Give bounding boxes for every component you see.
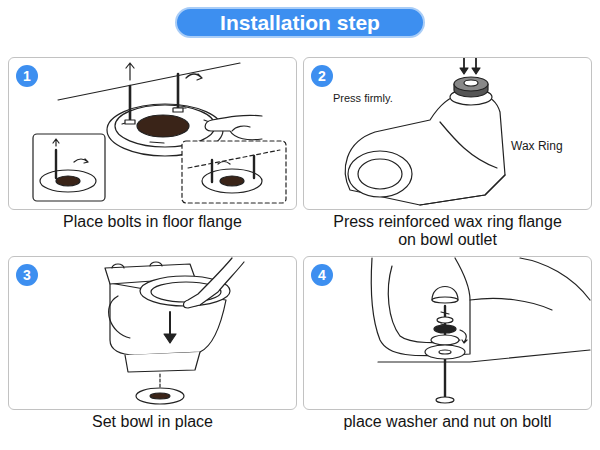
wax-ring-illustration-part <box>464 80 478 86</box>
step-panel: Place bolts in floor flange1 <box>8 57 297 210</box>
flange-illustration-part <box>188 150 280 168</box>
flange-illustration-part <box>253 156 255 178</box>
bowl-illustration-part <box>159 374 160 388</box>
flange-illustration-part <box>125 120 135 124</box>
step-caption: place washer and nut on boltl <box>326 413 570 431</box>
title-banner: Installation step <box>175 7 425 38</box>
flange-illustration-part <box>182 141 286 203</box>
wax-ring-illustration <box>345 58 505 205</box>
wax-ring-illustration-part <box>348 151 412 197</box>
bolt-illustration-part <box>520 258 590 300</box>
bolt-illustration-part <box>439 350 451 354</box>
wax-ring-illustration-part <box>420 175 505 205</box>
bolt-illustration-part <box>371 258 470 356</box>
flange-illustration-part <box>129 86 132 122</box>
bolt-illustration-part <box>388 266 460 343</box>
title-text: Installation step <box>220 12 380 33</box>
bolt-illustration-part <box>470 298 552 310</box>
wax-ring-illustration-part <box>358 159 402 189</box>
bowl-illustration-part <box>150 393 170 399</box>
wax-ring-illustration-part <box>345 94 505 205</box>
flange-illustration-part <box>220 176 244 186</box>
step-panel: Press reinforced wax ring flange on bowl… <box>303 57 592 210</box>
bolt-illustration-part <box>434 325 456 333</box>
flange-illustration-part <box>205 115 262 139</box>
bolt-illustration-part <box>378 350 590 362</box>
flange-illustration-part <box>58 63 240 100</box>
flange-illustration-part <box>177 74 180 110</box>
flange-illustration <box>33 63 286 203</box>
flange-illustration-part <box>137 115 189 137</box>
flange-illustration-part <box>173 108 183 112</box>
step-caption: Place bolts in floor flange <box>31 213 275 231</box>
panel-frame <box>8 256 297 410</box>
bolt-illustration-part <box>437 317 453 323</box>
flange-illustration-part <box>122 108 212 143</box>
callout-label: Wax Ring <box>511 140 563 153</box>
bowl-illustration-part <box>164 334 176 343</box>
step-number: 3 <box>16 264 38 286</box>
step-number: 4 <box>311 264 333 286</box>
bowl-illustration-part <box>184 258 245 308</box>
flange-illustration-part <box>218 162 230 165</box>
wax-ring-illustration-part <box>454 77 488 91</box>
step-panel: place washer and nut on boltl4 <box>303 256 592 410</box>
bolt-illustration-part <box>432 297 458 303</box>
bolt-illustration-part <box>460 330 467 343</box>
flange-illustration-part <box>56 176 80 186</box>
flange-illustration-part <box>126 63 134 80</box>
flange-illustration-part <box>55 150 57 178</box>
callout-number: 4 <box>318 268 326 282</box>
bowl-illustration-part <box>125 352 200 372</box>
flange-illustration-part <box>186 74 202 80</box>
bowl-illustration <box>105 258 244 404</box>
step-caption: Set bowl in place <box>31 413 275 431</box>
callout-label: Press firmly. <box>333 92 393 104</box>
panel-frame <box>8 57 297 210</box>
panel-frame <box>303 57 592 210</box>
callout-number: 3 <box>23 268 31 282</box>
bowl-illustration-part <box>109 296 130 338</box>
bolt-illustration-part <box>431 335 459 345</box>
step-number: 2 <box>311 65 333 87</box>
flange-illustration-part <box>53 139 59 146</box>
bowl-illustration-part <box>136 388 184 404</box>
bowl-illustration-part <box>169 312 171 336</box>
flange-illustration-part <box>33 134 105 201</box>
step-caption: Press reinforced wax ring flange on bowl… <box>326 213 570 249</box>
bolt-illustration-part <box>436 397 454 403</box>
wax-ring-illustration-part <box>460 68 480 74</box>
flange-illustration-part <box>40 170 96 192</box>
wax-ring-illustration-part <box>440 122 497 168</box>
bolt-illustration <box>371 258 590 403</box>
bowl-illustration-part <box>112 262 162 268</box>
flange-illustration-part <box>211 160 213 182</box>
step-number: 1 <box>16 65 38 87</box>
callout-number: 2 <box>318 69 326 83</box>
flange-illustration-part <box>74 159 88 163</box>
panel-frame <box>303 256 592 410</box>
bolt-illustration-part <box>425 345 465 359</box>
flange-illustration-part <box>232 126 250 131</box>
callout-number: 1 <box>23 69 31 83</box>
step-panel: Set bowl in place3 <box>8 256 297 410</box>
